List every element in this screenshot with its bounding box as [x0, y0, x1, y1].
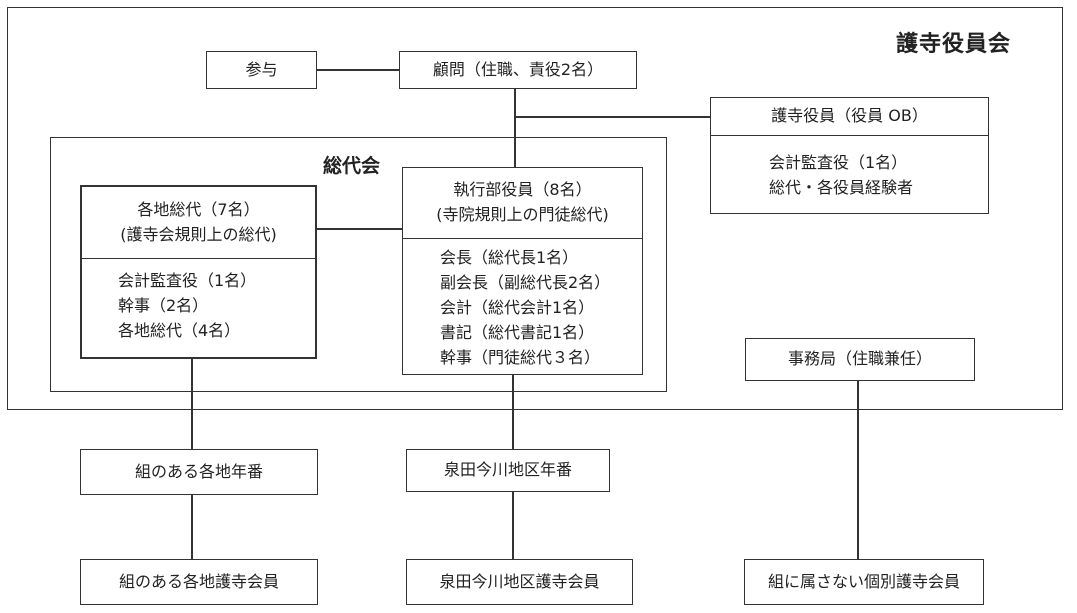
former-officers-list: 会計監査役（1名） 総代・各役員経験者	[711, 136, 988, 200]
regional-reps-line: 幹事（2名）	[118, 296, 209, 315]
former-officers-header: 護寺役員（役員 OB）	[711, 98, 988, 136]
regional-reps-line: 会計監査役（1名）	[118, 271, 257, 290]
executive-header: 執行部役員（8名） (寺院規則上の門徒総代)	[403, 168, 642, 239]
counselor-label: 顧問（住職、責役2名）	[432, 59, 604, 79]
group-year-duty-label: 組のある各地年番	[134, 461, 263, 481]
individual-members-box: 組に属さない個別護寺会員	[744, 559, 984, 605]
regional-reps-header: 各地総代（7名） (護寺会規則上の総代)	[82, 187, 315, 259]
connector-advisor-counselor	[317, 69, 399, 71]
executive-list: 会長（総代長1名） 副会長（副総代長2名） 会計（総代会計1名） 書記（総代書記…	[403, 239, 642, 370]
connector-counselor-executive	[514, 88, 516, 167]
regional-reps-box: 各地総代（7名） (護寺会規則上の総代) 会計監査役（1名） 幹事（2名） 各地…	[80, 185, 317, 359]
council-title: 総代会	[323, 155, 381, 177]
regional-reps-list: 会計監査役（1名） 幹事（2名） 各地総代（4名）	[82, 259, 315, 343]
izumida-members-label: 泉田今川地区護寺会員	[439, 571, 600, 591]
former-officers-line: 会計監査役（1名）	[769, 153, 908, 172]
executive-title: 執行部役員（8名）	[453, 180, 592, 200]
regional-reps-subtitle: (護寺会規則上の総代)	[120, 224, 277, 244]
counselor-box: 顧問（住職、責役2名）	[399, 51, 637, 89]
connector-to-former-officers	[514, 116, 710, 118]
regional-reps-title: 各地総代（7名）	[137, 199, 260, 219]
regional-reps-line: 各地総代（4名）	[118, 321, 241, 340]
group-members-label: 組のある各地護寺会員	[118, 571, 279, 591]
izumida-members-box: 泉田今川地区護寺会員	[406, 559, 633, 605]
connector-office-individual	[857, 380, 859, 560]
office-label: 事務局（住職兼任）	[787, 349, 932, 369]
executive-box: 執行部役員（8名） (寺院規則上の門徒総代) 会長（総代長1名） 副会長（副総代…	[402, 167, 643, 375]
executive-line: 副会長（副総代長2名）	[440, 273, 611, 292]
executive-line: 会計（総代会計1名）	[440, 298, 595, 317]
executive-line: 幹事（門徒総代３名）	[440, 348, 601, 367]
izumida-year-duty-label: 泉田今川地区年番	[443, 460, 572, 480]
advisor-box: 参与	[206, 51, 317, 89]
advisor-label: 参与	[245, 59, 278, 79]
council-frame	[50, 137, 667, 392]
group-year-duty-box: 組のある各地年番	[80, 449, 318, 495]
former-officers-line: 総代・各役員経験者	[769, 178, 914, 197]
executive-line: 会長（総代長1名）	[440, 248, 579, 267]
office-box: 事務局（住職兼任）	[745, 338, 975, 381]
board-title: 護寺役員会	[896, 32, 1012, 57]
former-officers-title: 護寺役員（役員 OB）	[771, 106, 928, 126]
board-frame	[7, 7, 1063, 410]
connector-executive-izumida	[512, 374, 514, 449]
connector-izumida-members	[512, 492, 514, 559]
izumida-year-duty-box: 泉田今川地区年番	[406, 449, 610, 492]
executive-subtitle: (寺院規則上の門徒総代)	[436, 205, 609, 224]
group-members-box: 組のある各地護寺会員	[80, 559, 318, 605]
connector-regional-executive	[316, 228, 402, 230]
connector-regional-yearduty	[191, 358, 193, 449]
connector-yearduty-members	[191, 495, 193, 559]
executive-line: 書記（総代書記1名）	[440, 323, 595, 342]
former-officers-box: 護寺役員（役員 OB） 会計監査役（1名） 総代・各役員経験者	[710, 97, 989, 214]
individual-members-label: 組に属さない個別護寺会員	[767, 571, 960, 591]
